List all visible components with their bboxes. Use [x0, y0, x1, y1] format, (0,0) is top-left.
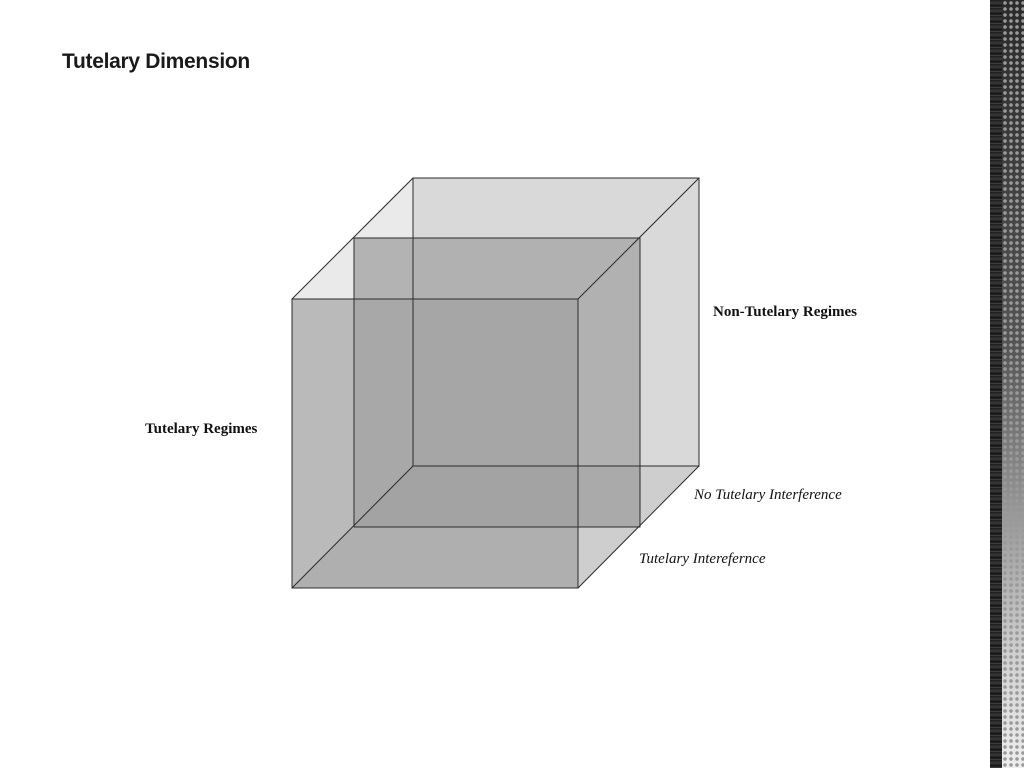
label-no-tutelary-interference: No Tutelary Interference [694, 487, 842, 503]
label-tutelary-regimes: Tutelary Regimes [145, 421, 258, 437]
side-strip-mesh-pattern [1002, 0, 1024, 768]
label-tutelary-interference: Tutelary Intereferncе [639, 551, 766, 567]
decorative-side-strip [978, 0, 1024, 768]
cube-edges [291, 177, 700, 589]
slide-title: Tutelary Dimension [62, 50, 250, 73]
label-non-tutelary-regimes: Non-Tutelary Regimes [713, 304, 858, 320]
